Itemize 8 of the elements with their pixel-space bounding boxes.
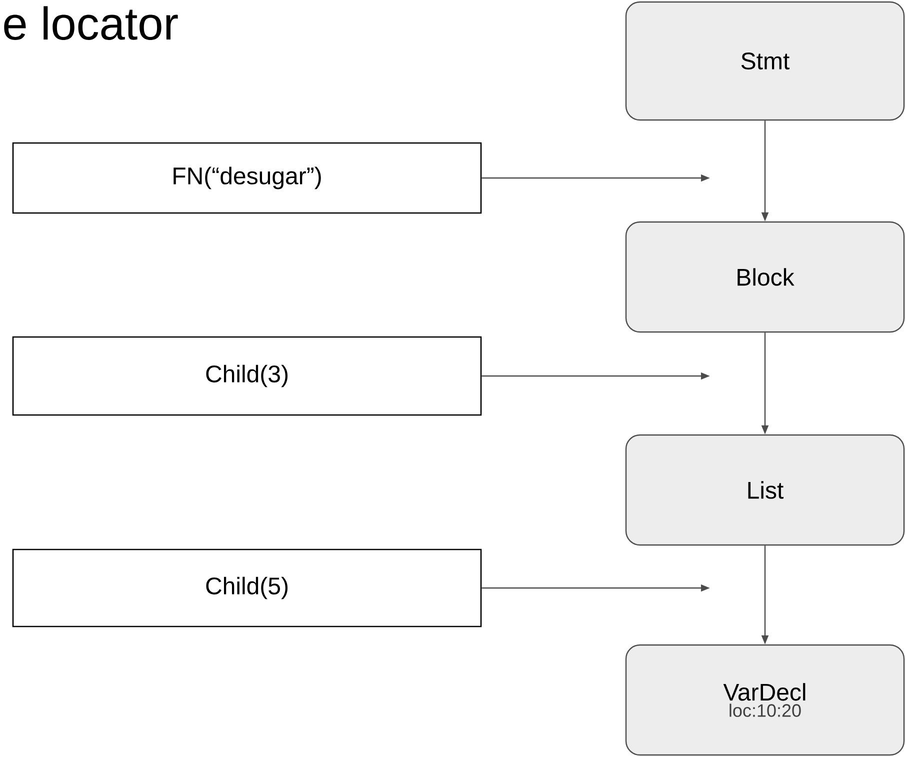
- locator-step-box: Child(5): [12, 548, 482, 628]
- locator-step-box: Child(3): [12, 336, 482, 416]
- locator-step-box: FN(“desugar”): [12, 142, 482, 214]
- tree-node-box: Block: [625, 221, 905, 333]
- tree-node-box: List: [625, 434, 905, 546]
- tree-node-box: VarDecl loc:10:20: [625, 644, 905, 756]
- tree-node-box: Stmt: [625, 1, 905, 121]
- title: e locator: [4, 6, 178, 40]
